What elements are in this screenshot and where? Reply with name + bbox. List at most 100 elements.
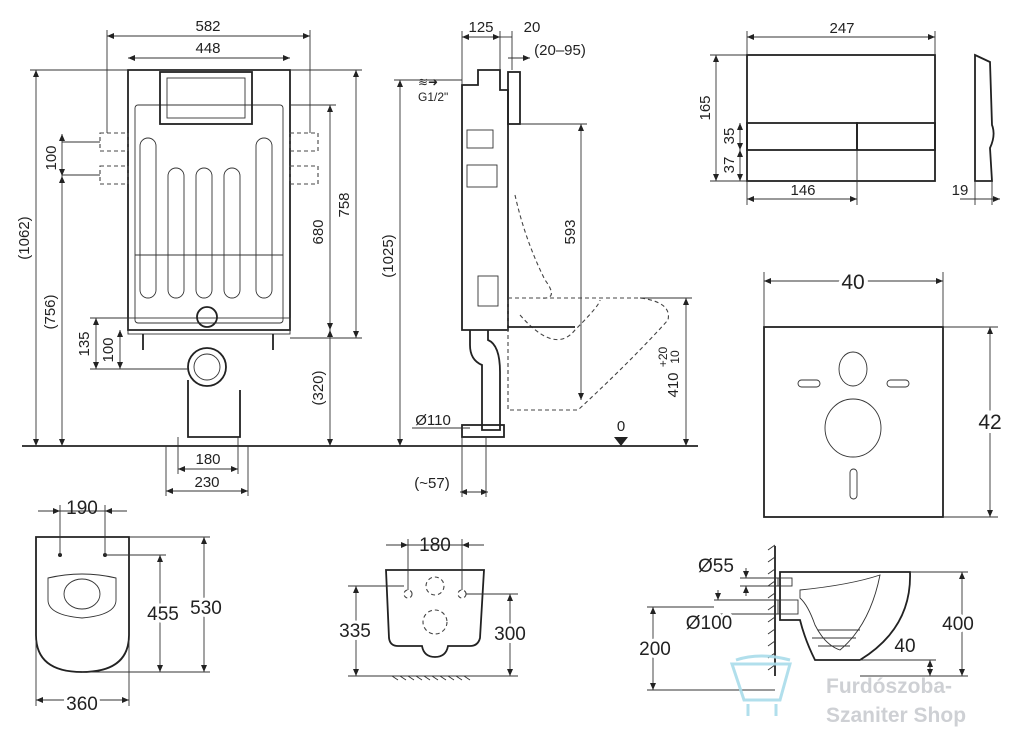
- dim-756: (756): [42, 294, 59, 329]
- dim-448: 448: [195, 40, 220, 57]
- watermark-line1: Furdószoba-: [826, 675, 952, 698]
- side-port: [477, 275, 499, 307]
- bracket-left-top: [99, 132, 129, 152]
- dim-37: 37: [721, 157, 738, 174]
- panel-flush-hole: [838, 351, 868, 387]
- frame-inner: [134, 104, 284, 324]
- side-flush-housing: [507, 71, 521, 125]
- dim-247: 247: [829, 20, 854, 37]
- rib-3: [195, 167, 213, 299]
- side-valve-1: [466, 129, 494, 149]
- dim-20-95: (20–95): [534, 42, 586, 59]
- dim-35: 35: [721, 128, 738, 145]
- rib-2: [167, 167, 185, 299]
- rear-bolt-right: [457, 589, 467, 599]
- watermark-line2: Szaniter Shop: [826, 704, 966, 727]
- dim-190: 190: [66, 498, 98, 519]
- side-inlet-stub: [777, 577, 793, 587]
- drain-pipe-inner: [193, 353, 221, 381]
- dim-593: 593: [562, 219, 579, 244]
- floor-marker-icon: [614, 437, 628, 446]
- inlet-label: G1/2": [418, 90, 448, 104]
- floor-zero: 0: [617, 418, 625, 435]
- dim-165: 165: [697, 95, 714, 120]
- toilet-side-bowl: [799, 574, 881, 651]
- wall-panel-view: 40 42: [763, 267, 1006, 518]
- side-drain-bend: [469, 330, 501, 431]
- inlet-arrow: ≋➜: [418, 75, 438, 89]
- panel-slot-bottom: [849, 468, 858, 500]
- dim-335: 335: [339, 621, 371, 642]
- side-foot: [461, 424, 505, 438]
- toilet-top-seat: [47, 573, 117, 619]
- dim-146: 146: [790, 182, 815, 199]
- dim-230-base: 230: [194, 474, 219, 491]
- dim-320: (320): [310, 370, 327, 405]
- dim-135: 135: [76, 331, 93, 356]
- dim-panel-40: 40: [841, 271, 864, 294]
- dim-panel-42: 42: [978, 411, 1001, 434]
- rear-floor-hatch: [391, 675, 471, 681]
- dim-dia-110: Ø110: [415, 412, 451, 429]
- dim-582: 582: [195, 18, 220, 35]
- dim-360: 360: [66, 694, 98, 715]
- bracket-left-bottom: [99, 165, 129, 185]
- side-view: ≋➜ G1/2" 125 20 (20–95) (1025) 593 410 +…: [380, 19, 692, 497]
- rear-drain-hole: [422, 609, 448, 635]
- dim-100-drain: 100: [100, 337, 117, 362]
- dim-dia-55: Ø55: [698, 556, 734, 577]
- dim-19: 19: [952, 182, 969, 199]
- flush-plate-outline: [746, 54, 936, 182]
- dim-300: 300: [494, 624, 526, 645]
- frame-outline: [127, 69, 291, 331]
- flush-button-small: [856, 122, 936, 151]
- dim-410: 410: [665, 372, 682, 397]
- bracket-right-top: [289, 132, 319, 152]
- wall-hatch: [767, 544, 776, 671]
- dim-680: 680: [310, 219, 327, 244]
- side-bowl-inner: [519, 299, 601, 340]
- dim-1062: (1062): [16, 216, 33, 259]
- water-level: [812, 629, 860, 647]
- dim-180-base: 180: [195, 451, 220, 468]
- panel-drain-hole: [824, 398, 882, 458]
- toilet-rear-outline: [385, 569, 485, 658]
- rib-4: [223, 167, 241, 299]
- side-drain-stub: [777, 599, 799, 615]
- flush-plate-view: 247 165 35 37 146 19: [697, 20, 1000, 205]
- dim-side-40: 40: [894, 636, 915, 657]
- bracket-right-bottom: [289, 165, 319, 185]
- drain-pipe-top: [187, 347, 227, 387]
- dim-758: 758: [336, 192, 353, 217]
- side-seat-raised: [514, 194, 552, 299]
- cistern-inner: [166, 77, 246, 119]
- watermark-wave-icon: [735, 654, 791, 662]
- toilet-top-bowl: [63, 578, 101, 610]
- toilet-rear-view: 180 335 300: [336, 535, 529, 681]
- dim-400: 400: [942, 614, 974, 635]
- flush-button-large: [746, 122, 858, 151]
- dim-1025: (1025): [380, 234, 397, 277]
- toilet-side-view: Ø55 Ø100 200 400 40: [636, 544, 977, 691]
- dim-455: 455: [147, 604, 179, 625]
- dim-dia-100: Ø100: [686, 613, 732, 634]
- bottom-plate: [127, 317, 291, 335]
- rib-1: [139, 137, 157, 299]
- toilet-top-view: 190 455 530 360: [35, 498, 225, 718]
- dim-530: 530: [190, 598, 222, 619]
- side-bowl-outline: [507, 297, 669, 411]
- tol-plus: +20: [656, 346, 670, 367]
- watermark: Furdószoba- Szaniter Shop: [729, 654, 966, 727]
- panel-slot-right: [886, 379, 910, 388]
- rear-inlet-hole: [425, 576, 445, 596]
- drain-flange: [196, 306, 218, 328]
- front-view: 582 448 (1062) (756) 100 758 680 (320) 1…: [16, 18, 698, 496]
- tol-minus: 10: [668, 350, 682, 364]
- dim-rear-180: 180: [419, 535, 451, 556]
- wall-panel-outline: [763, 326, 944, 518]
- toilet-side-outline: [779, 571, 911, 661]
- dim-125: 125: [468, 19, 493, 36]
- flush-plate-profile: [974, 53, 995, 182]
- side-frame-profile: [461, 69, 509, 331]
